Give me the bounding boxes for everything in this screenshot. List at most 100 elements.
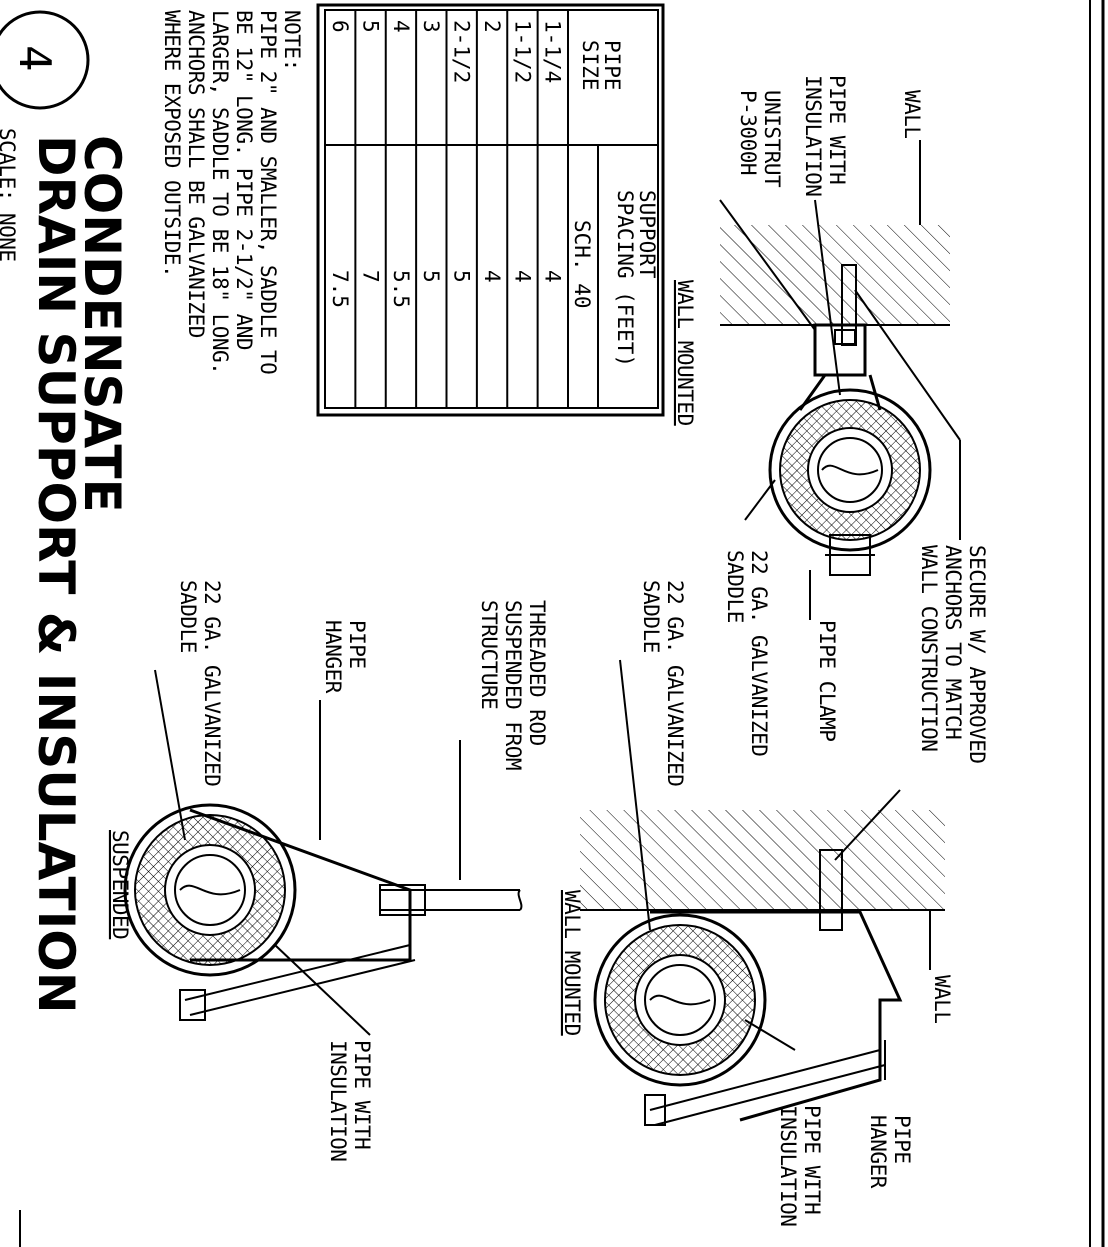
table-cell-spacing: 7 [358, 270, 382, 283]
svg-text:PIPE: PIPE [345, 620, 369, 669]
table-outer-border [316, 3, 665, 417]
label-pipe-with-insulation: PIPE WITH INSULATION [776, 1105, 824, 1226]
view-title-suspended: SUSPENDED [108, 830, 132, 939]
hanger-nut [644, 1094, 666, 1126]
scale-note: SCALE: NONE [0, 128, 19, 262]
pipe-inner [174, 854, 246, 926]
rod-break [517, 889, 523, 911]
pipe-break-symbol [649, 994, 711, 1006]
svg-text:SECURE W/ APPROVED: SECURE W/ APPROVED [965, 545, 989, 764]
detail-number-circle [0, 10, 90, 110]
detail-title: CONDENSATE DRAIN SUPPORT & INSULATION [27, 135, 131, 1014]
hanger-ring [123, 803, 297, 977]
hanger-bolt [184, 944, 411, 1001]
label-saddle: 22 GA. GALVANIZED SADDLE [723, 550, 771, 756]
table-cell-pipe-size: 1-1/4 [541, 20, 565, 83]
svg-text:STRUCTURE: STRUCTURE [477, 600, 501, 709]
table-cell-spacing: 7.5 [328, 270, 352, 308]
suspended-view [123, 803, 523, 1021]
hanger-bolt [189, 959, 416, 1016]
svg-text:WALL CONSTRUCTION: WALL CONSTRUCTION [917, 545, 941, 751]
label-threaded-rod: THREADED ROD SUSPENDED FROM STRUCTURE [477, 600, 549, 770]
label-pipe-with-insulation: PIPE WITH INSULATION [326, 1040, 374, 1161]
svg-text:SIZE: SIZE [578, 40, 602, 91]
table-cell-pipe-size: 4 [389, 20, 413, 33]
label-unistrut: UNISTRUT P-3000H [736, 90, 784, 188]
svg-text:DRAIN SUPPORT & INSULATION: DRAIN SUPPORT & INSULATION [27, 135, 85, 1014]
rod-nut [379, 884, 426, 916]
table-cell-spacing: 5 [450, 270, 474, 283]
svg-text:22 GA. GALVANIZED: 22 GA. GALVANIZED [663, 580, 687, 786]
pipe-hanger [189, 808, 412, 962]
table-row-lines [354, 10, 539, 408]
table-cell-spacing: 4 [541, 270, 565, 283]
pipe-break-symbol [179, 884, 241, 896]
label-secure-anchors: SECURE W/ APPROVED ANCHORS TO MATCH WALL… [917, 545, 989, 764]
title-block: 4 CONDENSATE DRAIN SUPPORT & INSULATION … [0, 10, 131, 1247]
svg-text:22 GA. GALVANIZED: 22 GA. GALVANIZED [200, 580, 224, 786]
wall-hatch [580, 810, 945, 910]
anchor-bolt [819, 849, 843, 931]
label-pipe-clamp: PIPE CLAMP [815, 620, 839, 741]
svg-text:PIPE WITH: PIPE WITH [800, 1105, 824, 1214]
note-heading: NOTE: [280, 10, 304, 71]
svg-text:HANGER: HANGER [866, 1115, 890, 1189]
svg-text:PIPE: PIPE [600, 40, 624, 91]
svg-text:SADDLE: SADDLE [176, 580, 200, 653]
svg-text:INSULATION: INSULATION [776, 1105, 800, 1226]
label-pipe-hanger: PIPE HANGER [321, 620, 369, 694]
svg-text:SPACING (FEET): SPACING (FEET) [613, 190, 637, 367]
label-pipe-with-insulation: PIPE WITH INSULATION [801, 75, 849, 196]
table-header-support-spacing: SUPPORT SPACING (FEET) [613, 190, 659, 367]
channel-nut [834, 329, 856, 345]
label-saddle: 22 GA. GALVANIZED SADDLE [639, 580, 687, 786]
table-header-sch40: SCH. 40 [570, 220, 594, 309]
pipe-break-symbol [821, 464, 879, 476]
svg-text:SADDLE: SADDLE [723, 550, 747, 623]
hanger-nut [179, 989, 206, 1021]
table-cell-spacing: 5.5 [389, 270, 413, 308]
table-header-pipe-size: PIPE SIZE [578, 40, 624, 91]
table-inner-border [324, 9, 659, 409]
label-wall: WALL [900, 90, 924, 139]
note-line: ANCHORS SHALL BE GALVANIZED [184, 10, 208, 338]
svg-text:PIPE: PIPE [890, 1115, 914, 1164]
pipe-inner [644, 964, 716, 1036]
note-line: PIPE 2" AND SMALLER, SADDLE TO [256, 10, 280, 374]
svg-text:ANCHORS TO MATCH: ANCHORS TO MATCH [941, 545, 965, 739]
note-block: NOTE: PIPE 2" AND SMALLER, SADDLE TO BE … [160, 10, 304, 374]
wall-mounted-hanger-view [580, 810, 945, 1126]
table-cell-pipe-size: 3 [419, 20, 443, 33]
label-pipe-hanger: PIPE HANGER [866, 1115, 914, 1189]
svg-text:PIPE WITH: PIPE WITH [825, 75, 849, 184]
hanger-bracket [650, 910, 903, 1122]
table-cell-spacing: 5 [419, 270, 443, 283]
unistrut-channel [813, 323, 867, 377]
support-spacing-table: PIPE SIZE SUPPORT SPACING (FEET) SCH. 40… [316, 3, 665, 417]
table-cell-pipe-size: 5 [358, 20, 382, 33]
svg-text:INSULATION: INSULATION [326, 1040, 350, 1161]
svg-text:22 GA. GALVANIZED: 22 GA. GALVANIZED [747, 550, 771, 756]
label-wall: WALL [930, 975, 954, 1024]
svg-text:SUPPORT: SUPPORT [635, 190, 659, 279]
table-cell-pipe-size: 6 [328, 20, 352, 33]
svg-text:UNISTRUT: UNISTRUT [760, 90, 784, 188]
svg-text:SADDLE: SADDLE [639, 580, 663, 653]
wall-hatch [720, 225, 950, 325]
labels: WALL PIPE WITH INSULATION UNISTRUT P-300… [108, 75, 989, 1226]
label-saddle: 22 GA. GALVANIZED SADDLE [176, 580, 224, 786]
table-cell-pipe-size: 2 [480, 20, 504, 33]
leader-lines [154, 140, 961, 1080]
svg-text:SUSPENDED FROM: SUSPENDED FROM [501, 600, 525, 770]
wall-mounted-clamp-view [720, 225, 950, 576]
table-cell-spacing: 4 [510, 270, 534, 283]
clamp-outer-ring [768, 388, 932, 552]
svg-text:INSULATION: INSULATION [801, 75, 825, 196]
hanger-ring [593, 913, 767, 1087]
svg-text:P-3000H: P-3000H [736, 90, 760, 175]
detail-number: 4 [9, 45, 60, 72]
view-title-wall-mounted: WALL MOUNTED [673, 280, 697, 426]
note-line: WHERE EXPOSED OUTSIDE. [160, 10, 184, 277]
note-line: LARGER, SADDLE TO BE 18" LONG. [208, 10, 232, 374]
